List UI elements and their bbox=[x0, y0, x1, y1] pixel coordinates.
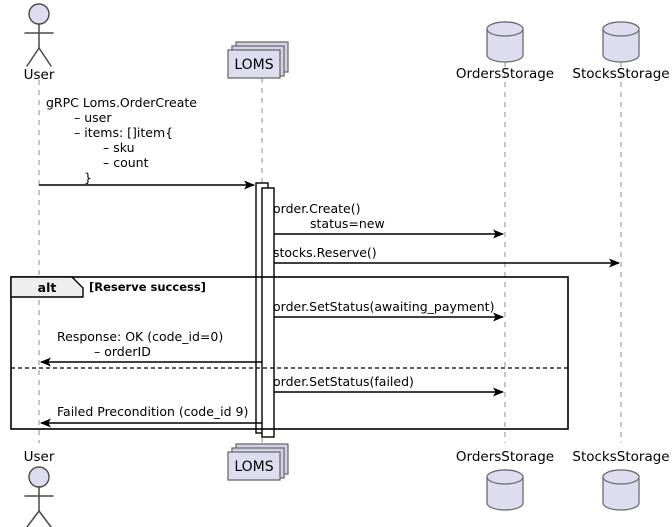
message-label-m5-line1: Response: OK (code_id=0) bbox=[57, 329, 223, 344]
message-order-create[interactable]: order.Create() status=new bbox=[273, 201, 504, 239]
message-label-m6-line1: order.SetStatus(failed) bbox=[273, 374, 414, 389]
participant-label-loms-top: LOMS bbox=[234, 57, 273, 73]
participant-label-stocks-storage-bottom: StocksStorage bbox=[572, 449, 669, 465]
message-label-m5-line2: – orderID bbox=[94, 344, 151, 359]
message-label-m1-line3: – items: []item{ bbox=[74, 125, 173, 140]
loms-box-top bbox=[227, 49, 281, 79]
message-label-m1-line4: – sku bbox=[103, 140, 135, 155]
participant-orders-storage-foot[interactable]: OrdersStorage bbox=[456, 449, 554, 511]
database-cylinder-top-ellipse-orders-bottom bbox=[486, 469, 524, 485]
participant-label-stocks-storage-top: StocksStorage bbox=[572, 66, 669, 82]
message-label-m2-line2: status=new bbox=[310, 216, 385, 231]
participant-label-loms-bottom: LOMS bbox=[234, 459, 273, 475]
alt-operator-tab bbox=[10, 276, 84, 298]
database-cylinder-top-ellipse-stocks-bottom bbox=[602, 469, 640, 485]
actor-leg-left-icon-bottom bbox=[26, 510, 40, 527]
message-label-m1-line2: – user bbox=[74, 110, 112, 125]
message-label-m3-line1: stocks.Reserve() bbox=[273, 245, 377, 260]
actor-head-icon bbox=[28, 3, 50, 25]
participant-label-user-bottom: User bbox=[24, 449, 55, 465]
loms-box-bottom bbox=[227, 451, 281, 481]
participant-user-foot[interactable]: User bbox=[24, 449, 55, 527]
message-stocks-reserve[interactable]: stocks.Reserve() bbox=[273, 245, 620, 268]
participant-loms-foot[interactable]: LOMS bbox=[227, 443, 289, 481]
message-label-m1-line1: gRPC Loms.OrderCreate bbox=[46, 95, 197, 110]
alt-frame-border bbox=[10, 276, 569, 430]
participant-loms-head[interactable]: LOMS bbox=[227, 41, 289, 79]
actor-leg-left-icon bbox=[26, 47, 40, 67]
actor-leg-right-icon-bottom bbox=[38, 510, 52, 527]
activation-bar-loms-inner bbox=[261, 187, 275, 438]
participant-label-orders-storage-top: OrdersStorage bbox=[456, 66, 554, 82]
alt-operator-label: alt bbox=[38, 280, 57, 295]
message-label-m7-line1: Failed Precondition (code_id 9) bbox=[57, 404, 248, 419]
message-set-status-awaiting-payment[interactable]: order.SetStatus(awaiting_payment) bbox=[273, 299, 504, 322]
message-set-status-failed[interactable]: order.SetStatus(failed) bbox=[273, 374, 504, 397]
participant-stocks-storage-foot[interactable]: StocksStorage bbox=[572, 449, 670, 511]
message-failed-precondition[interactable]: Failed Precondition (code_id 9) bbox=[40, 404, 262, 428]
message-label-m2-line1: order.Create() bbox=[273, 201, 360, 216]
participant-stocks-storage-head[interactable]: StocksStorage bbox=[572, 21, 670, 82]
database-cylinder-top-ellipse-orders-top bbox=[486, 21, 524, 37]
participant-label-user-top: User bbox=[24, 67, 55, 83]
database-cylinder-top-ellipse-stocks-top bbox=[602, 21, 640, 37]
alt-guard-label: [Reserve success] bbox=[89, 280, 206, 294]
message-label-m1-line6: } bbox=[84, 170, 92, 185]
participant-label-orders-storage-bottom: OrdersStorage bbox=[456, 449, 554, 465]
actor-leg-right-icon bbox=[38, 47, 52, 67]
message-label-m1-line5: – count bbox=[103, 155, 149, 170]
message-grpc-order-create[interactable]: gRPC Loms.OrderCreate – user – items: []… bbox=[39, 95, 255, 190]
activation-bars-group bbox=[255, 182, 275, 438]
combined-fragment-alt: alt [Reserve success] bbox=[10, 276, 569, 430]
actor-head-icon-bottom bbox=[28, 466, 50, 488]
participant-user-head[interactable]: User bbox=[24, 3, 55, 83]
participant-orders-storage-head[interactable]: OrdersStorage bbox=[456, 21, 554, 82]
message-label-m4-line1: order.SetStatus(awaiting_payment) bbox=[273, 299, 494, 314]
message-response-ok[interactable]: Response: OK (code_id=0) – orderID bbox=[40, 329, 262, 367]
